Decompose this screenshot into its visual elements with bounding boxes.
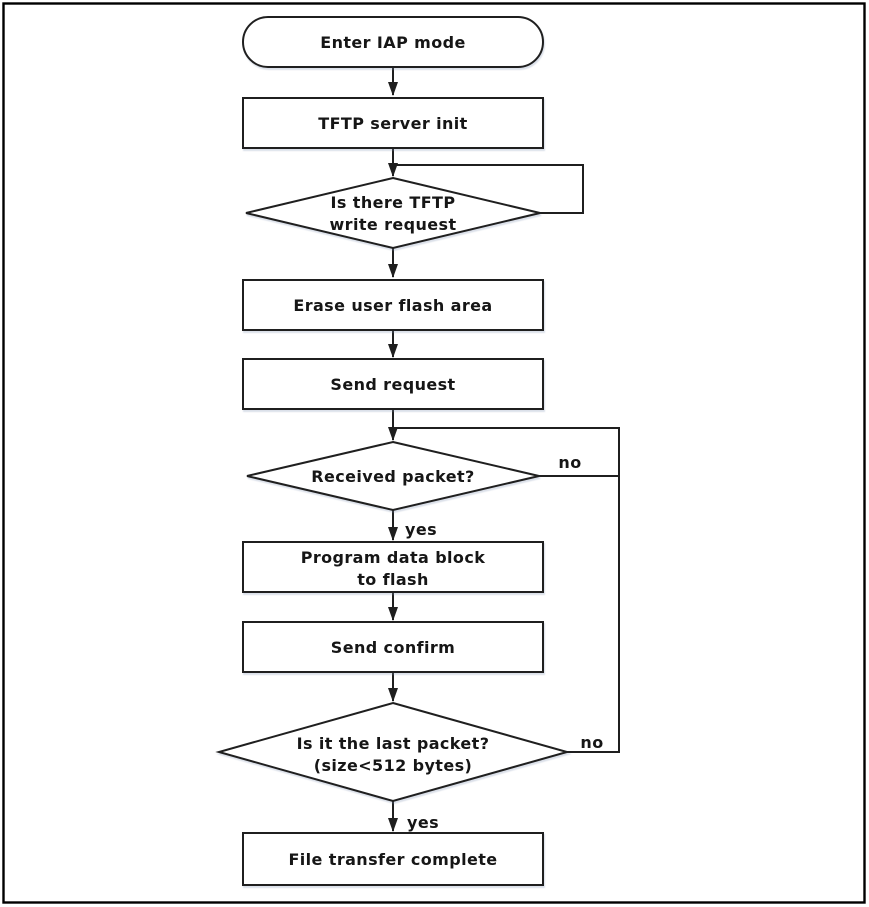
node-label: Received packet? [311, 467, 474, 486]
node-label-line1: Program data block [301, 548, 486, 567]
node-received-packet: Received packet? [246, 440, 540, 512]
node-label-line1: Is there TFTP [331, 193, 456, 212]
edge-label-received-packet-no: no [558, 453, 581, 472]
node-tftp-server-init: TFTP server init [242, 97, 544, 149]
terminator-shape [242, 16, 544, 68]
process-shape [242, 279, 544, 331]
node-label: Enter IAP mode [320, 33, 465, 52]
process-shape [242, 358, 544, 410]
node-label-line2: write request [329, 215, 456, 234]
edge-label-received-packet-yes: yes [405, 520, 437, 539]
edge-label-last-packet-yes: yes [407, 813, 439, 832]
decision-shape [245, 176, 541, 250]
edge-check-wrq-retry-loop [394, 164, 584, 214]
process-shape [242, 97, 544, 149]
process-shape [242, 832, 544, 886]
edge-label-last-packet-no: no [580, 733, 603, 752]
decision-shape [215, 701, 571, 803]
node-send-request: Send request [242, 358, 544, 410]
node-send-confirm: Send confirm [242, 621, 544, 673]
node-label-line1: Is it the last packet? [297, 734, 490, 753]
node-program-data-block-to-flash: Program data block to flash [242, 541, 544, 593]
node-erase-user-flash-area: Erase user flash area [242, 279, 544, 331]
node-label: Erase user flash area [293, 296, 492, 315]
node-is-it-the-last-packet: Is it the last packet? (size<512 bytes) [215, 701, 571, 803]
node-start: Enter IAP mode [242, 16, 544, 68]
node-label-line2: to flash [357, 570, 429, 589]
decision-shape [246, 440, 540, 512]
node-label-line2: (size<512 bytes) [314, 756, 472, 775]
node-label: File transfer complete [288, 850, 497, 869]
node-label: Send confirm [331, 638, 455, 657]
edge-last-packet-no-loop [394, 427, 620, 753]
node-label: Send request [330, 375, 455, 394]
node-file-transfer-complete: File transfer complete [242, 832, 544, 886]
node-label: TFTP server init [318, 114, 467, 133]
process-shape [242, 541, 544, 593]
process-shape [242, 621, 544, 673]
node-is-there-tftp-write-request: Is there TFTP write request [245, 176, 541, 250]
